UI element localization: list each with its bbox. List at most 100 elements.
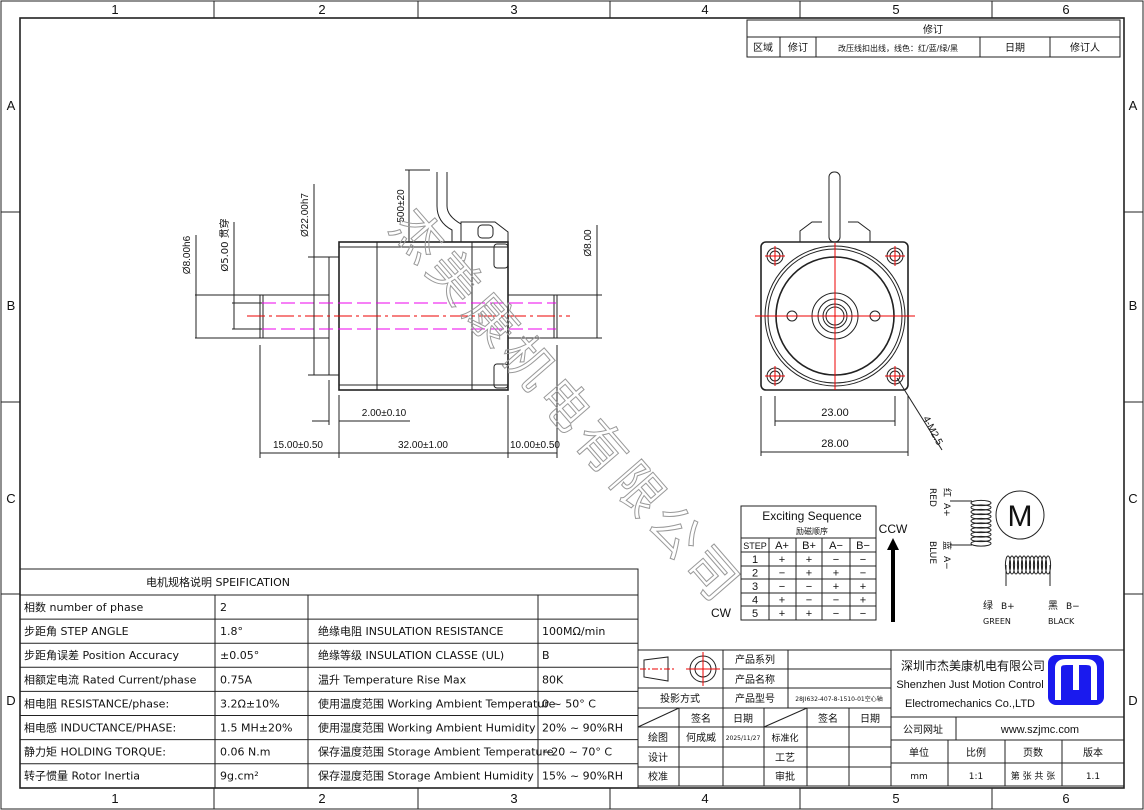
company-name-en: Electromechanics Co.,LTD bbox=[905, 698, 1035, 710]
sequence-header: B− bbox=[856, 540, 870, 552]
sequence-cell: + bbox=[806, 568, 812, 580]
sequence-header: A+ bbox=[775, 540, 789, 552]
col-label: 6 bbox=[1062, 791, 1069, 806]
label-product-model: 产品型号 bbox=[735, 692, 775, 705]
coil-a-turn bbox=[970, 526, 992, 534]
revision-header: 区域 bbox=[753, 41, 773, 54]
sequence-cell: − bbox=[860, 554, 866, 566]
label-scale: 比例 bbox=[966, 746, 986, 759]
row-label: B bbox=[1129, 298, 1138, 313]
sequence-step: 3 bbox=[752, 581, 758, 593]
sequence-cell: − bbox=[860, 608, 866, 620]
spec-param: 相电阻 RESISTANCE/phase: bbox=[24, 697, 169, 710]
spec-value: 0.06 N.m bbox=[220, 746, 270, 759]
b-plus: B+ bbox=[1001, 602, 1015, 612]
mount-slot bbox=[493, 243, 509, 269]
pages-value: 第 张 共 张 bbox=[1011, 770, 1056, 782]
coil-b-turn bbox=[1012, 555, 1020, 575]
dim-lead-length: 500±20 bbox=[396, 189, 407, 223]
col-label: 1 bbox=[111, 791, 118, 806]
revision-header: 日期 bbox=[1005, 42, 1025, 54]
ccw-arrow-head bbox=[887, 538, 899, 550]
sequence-cell: + bbox=[806, 554, 812, 566]
spec-value: 2 bbox=[220, 601, 227, 614]
dimension-lines bbox=[195, 169, 602, 458]
dim-pilot-height: 2.00±0.10 bbox=[362, 408, 407, 419]
spec-value: 3.2Ω±10% bbox=[220, 697, 280, 710]
spec-value: 1.5 MH±20% bbox=[220, 722, 292, 735]
label-approve: 审批 bbox=[775, 770, 795, 783]
col-label: 5 bbox=[892, 2, 899, 17]
sequence-header: STEP bbox=[743, 541, 767, 551]
spec-value: ±0.05° bbox=[220, 649, 259, 662]
coil-a-turn bbox=[970, 504, 992, 511]
red-cn: 红 bbox=[941, 488, 953, 497]
col-label: 3 bbox=[510, 2, 517, 17]
coil-a-turn bbox=[970, 508, 992, 516]
side-view: Ø8.00h6 Ø5.00 贯穿 Ø22.00h7 500±20 Ø8.00 2… bbox=[182, 169, 602, 458]
coil-b-turn bbox=[1028, 555, 1036, 575]
label-design: 设计 bbox=[648, 751, 668, 764]
spec-value: 9g.cm² bbox=[220, 770, 259, 783]
black-cn: 黑 bbox=[1048, 600, 1058, 612]
coil-b-turn bbox=[1036, 555, 1044, 575]
sequence-subtitle: 励磁顺序 bbox=[796, 526, 828, 536]
dim-mount-holes: 4-M2.5 bbox=[920, 415, 945, 448]
motor-symbol bbox=[995, 490, 1045, 540]
dim-bore: Ø5.00 贯穿 bbox=[218, 218, 231, 271]
sequence-step: 2 bbox=[752, 568, 758, 580]
motor-label: M bbox=[1008, 500, 1033, 533]
dim-front-shaft-length: 15.00±0.50 bbox=[273, 440, 323, 451]
spec-param: 温升 Temperature Rise Max bbox=[318, 673, 467, 686]
revision-table: 修订 区域 修订 改压线扣出线，线色：红/蓝/绿/黑 日期 修订人 bbox=[746, 19, 1121, 58]
sequence-step: 4 bbox=[752, 595, 758, 607]
spec-value: 80K bbox=[542, 673, 564, 686]
spec-param: 保存湿度范围 Storage Ambient Humidity bbox=[318, 769, 534, 783]
spec-param: 相电感 INDUCTANCE/PHASE: bbox=[24, 722, 176, 735]
coil-b-turn bbox=[1040, 555, 1048, 575]
wiring-diagram: M RED 红 A+ BLUE 蓝 A− 绿 B+ GREEN 黑 B− BLA… bbox=[927, 488, 1080, 626]
coil-a-turn bbox=[970, 513, 992, 520]
spec-param: 静力矩 HOLDING TORQUE: bbox=[24, 745, 166, 759]
green-en: GREEN bbox=[983, 617, 1011, 626]
blue-cn: 蓝 bbox=[941, 541, 953, 550]
col-label: 4 bbox=[701, 791, 708, 806]
sequence-cell: − bbox=[806, 581, 812, 593]
coil-b-turn bbox=[1004, 555, 1012, 575]
spec-value: −20 ~ 70° C bbox=[542, 746, 612, 759]
spec-value: 100MΩ/min bbox=[542, 625, 605, 638]
label-website: 公司网址 bbox=[903, 723, 943, 736]
label-drawn: 绘图 bbox=[648, 731, 668, 744]
mount-slot bbox=[493, 363, 509, 389]
coil-a-turn bbox=[970, 499, 992, 507]
sequence-cell: + bbox=[833, 581, 839, 593]
spec-param: 使用湿度范围 Working Ambient Humidity bbox=[318, 721, 536, 735]
col-label: 2 bbox=[318, 2, 325, 17]
spec-param: 保存温度范围 Storage Ambient Temperature bbox=[318, 745, 554, 759]
front-view: 23.00 28.00 4-M2.5 bbox=[755, 171, 945, 456]
company-name-en: Shenzhen Just Motion Control bbox=[896, 679, 1043, 691]
spec-param: 转子惯量 Rotor Inertia bbox=[24, 769, 140, 783]
coil-a-turn bbox=[970, 522, 992, 529]
label-process: 工艺 bbox=[775, 752, 795, 764]
coil-b-turn bbox=[1044, 555, 1052, 575]
spec-value: 1.8° bbox=[220, 625, 243, 638]
revision-title: 修订 bbox=[923, 23, 943, 36]
sequence-cell: + bbox=[833, 568, 839, 580]
sequence-cell: + bbox=[860, 595, 866, 607]
spec-value: 15% ~ 90%RH bbox=[542, 770, 623, 783]
coil-b-turn bbox=[1016, 555, 1024, 575]
label-sign: 签名 bbox=[691, 712, 711, 725]
red-en: RED bbox=[927, 488, 937, 507]
spec-param: 相数 number of phase bbox=[24, 601, 143, 614]
a-plus: A+ bbox=[941, 503, 951, 517]
row-label: A bbox=[1129, 98, 1138, 113]
revision-header: 修订 bbox=[788, 41, 808, 54]
sequence-header: B+ bbox=[802, 540, 816, 552]
title-block bbox=[637, 649, 1125, 787]
spec-value: 20% ~ 90%RH bbox=[542, 722, 623, 735]
drawn-by: 何成威 bbox=[686, 731, 716, 744]
label-sign: 签名 bbox=[818, 712, 838, 725]
sequence-cell: − bbox=[833, 608, 839, 620]
sequence-cell: + bbox=[779, 608, 785, 620]
